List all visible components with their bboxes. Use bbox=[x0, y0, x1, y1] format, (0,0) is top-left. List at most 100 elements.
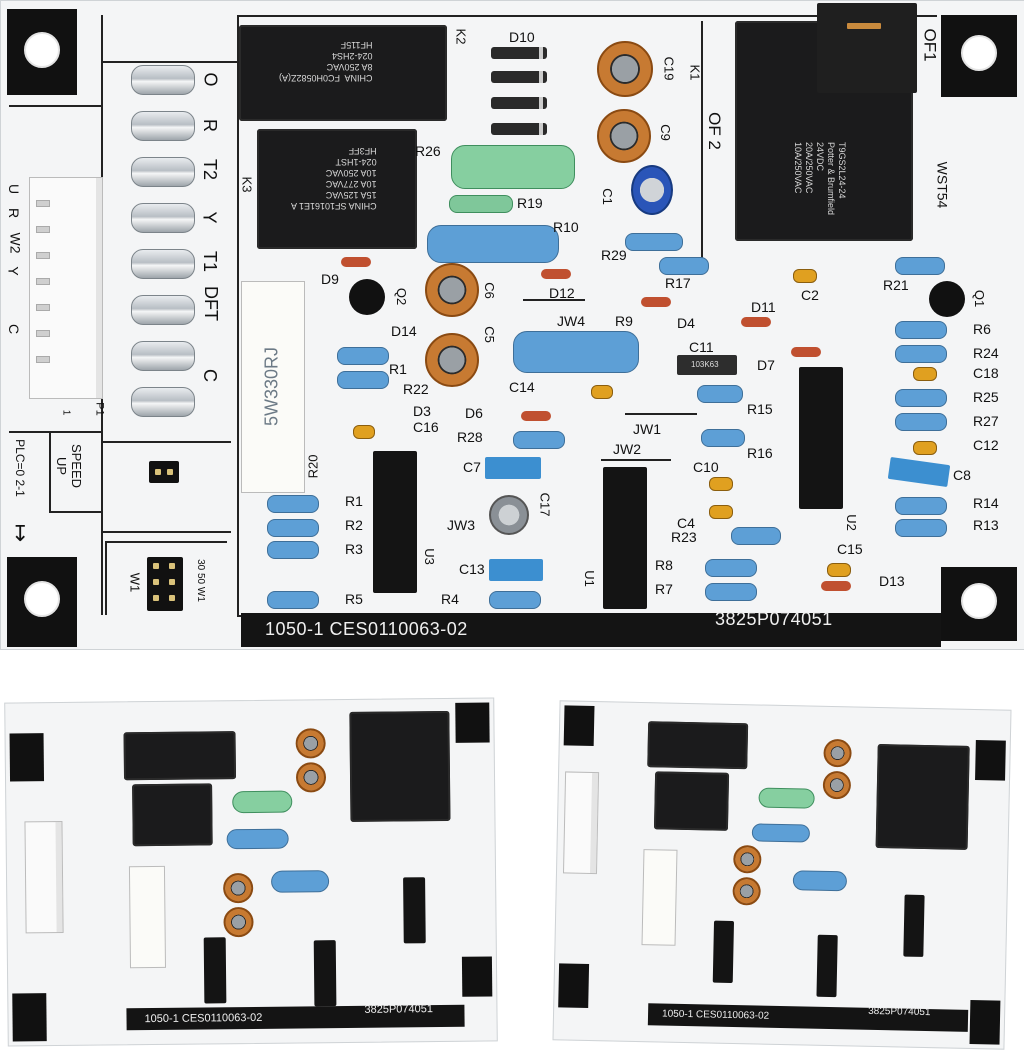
corner-mount-bottom-left bbox=[7, 557, 77, 647]
terminal-c2[interactable] bbox=[131, 387, 195, 417]
header-pin bbox=[169, 579, 175, 585]
main-control-board: O R T2 Y T1 DFT C U R W2 Y C P1 1 PLC=0 … bbox=[0, 0, 1024, 650]
silk-line bbox=[9, 105, 101, 107]
resistor-r24 bbox=[895, 345, 947, 363]
corner-mount bbox=[12, 993, 47, 1042]
label-c12: C12 bbox=[973, 437, 999, 453]
power-resistor-text: 5W330RJ bbox=[261, 346, 282, 427]
capacitor-c7 bbox=[485, 457, 541, 479]
label-r3: R3 bbox=[345, 541, 363, 557]
connector-pin bbox=[36, 330, 50, 337]
label-r4: R4 bbox=[441, 591, 459, 607]
label-c17: C17 bbox=[537, 492, 553, 517]
label-r1b: R1 bbox=[345, 493, 363, 509]
capacitor-thumb bbox=[295, 762, 327, 793]
label-r25: R25 bbox=[973, 389, 999, 405]
mounting-hole bbox=[961, 583, 997, 619]
header-pin bbox=[153, 563, 159, 569]
connector-pin bbox=[36, 278, 50, 285]
board-id-bar-thumb: 1050-1 CES0110063-02 3825P074051 bbox=[647, 1003, 969, 1032]
label-r13: R13 bbox=[973, 517, 999, 533]
corner-mount bbox=[969, 999, 1001, 1045]
capacitor-c16 bbox=[353, 425, 375, 439]
label-r16: R16 bbox=[747, 445, 773, 461]
resistor-r29 bbox=[625, 233, 683, 251]
resistor-r28 bbox=[513, 431, 565, 449]
mounting-hole bbox=[24, 32, 60, 68]
terminal-y[interactable] bbox=[131, 203, 195, 233]
diode bbox=[491, 71, 547, 83]
label-r24: R24 bbox=[973, 345, 999, 361]
header-pin bbox=[169, 563, 175, 569]
resistor-r3 bbox=[267, 541, 319, 559]
resistor-thumb bbox=[758, 787, 815, 809]
speed-up-box bbox=[49, 433, 51, 513]
label-c19: C19 bbox=[661, 56, 677, 81]
corner-mount bbox=[9, 733, 45, 782]
connector-pin bbox=[36, 200, 50, 207]
silk-line bbox=[101, 441, 231, 443]
ic-thumb bbox=[313, 940, 337, 1007]
relay-k1-terminal-block[interactable] bbox=[817, 3, 917, 93]
connector-label-r: R bbox=[6, 207, 23, 219]
connector-pin bbox=[36, 226, 50, 233]
label-r5: R5 bbox=[345, 591, 363, 607]
terminal-label-c: C bbox=[200, 369, 220, 382]
label-r1: R1 bbox=[389, 361, 407, 377]
label-u3: U3 bbox=[421, 548, 437, 565]
resistor-r8 bbox=[705, 559, 757, 577]
label-r28: R28 bbox=[457, 429, 483, 445]
capacitor-c11: 103K63 bbox=[677, 355, 737, 375]
label-r26: R26 bbox=[415, 143, 441, 159]
board-id-label: WST54 bbox=[934, 161, 951, 209]
label-c18: C18 bbox=[973, 365, 999, 381]
resistor-r22 bbox=[337, 371, 389, 389]
ic-thumb bbox=[816, 934, 838, 998]
resistor-r1b bbox=[267, 495, 319, 513]
connector-label-u: U bbox=[6, 183, 23, 195]
relay-k1-thumb bbox=[875, 743, 970, 850]
connector-p1[interactable] bbox=[29, 177, 103, 399]
w1-header[interactable] bbox=[147, 557, 183, 611]
label-r22: R22 bbox=[403, 381, 429, 397]
terminal-o[interactable] bbox=[131, 65, 195, 95]
terminal-label-t1: T1 bbox=[200, 250, 221, 273]
capacitor-c12 bbox=[913, 441, 937, 455]
speed-up-jumper[interactable] bbox=[149, 461, 179, 483]
label-r14: R14 bbox=[973, 495, 999, 511]
label-c7: C7 bbox=[463, 459, 481, 475]
relay-k2-text: CHINA FC0H0582Z(A) 8A 250VAC 024-2HS4 HF… bbox=[279, 40, 373, 83]
terminal-t1[interactable] bbox=[131, 249, 195, 279]
capacitor-thumb bbox=[223, 872, 254, 904]
terminal-label-t2: T2 bbox=[200, 158, 221, 181]
label-c14: C14 bbox=[509, 379, 535, 395]
terminal-label-y: Y bbox=[199, 211, 220, 224]
ic-thumb bbox=[203, 937, 227, 1004]
header-pin bbox=[169, 595, 175, 601]
capacitor-c17 bbox=[489, 495, 529, 535]
jumper-pin bbox=[167, 469, 173, 475]
ic-u1 bbox=[603, 467, 647, 609]
label-c15: C15 bbox=[837, 541, 863, 557]
resistor-r13 bbox=[895, 519, 947, 537]
header-pin bbox=[153, 595, 159, 601]
terminal-label-dft: DFT bbox=[201, 286, 221, 321]
capacitor-c6 bbox=[425, 263, 479, 317]
terminal-tab bbox=[847, 23, 881, 29]
terminal-t2[interactable] bbox=[131, 157, 195, 187]
board-photo-right: 1050-1 CES0110063-02 3825P074051 bbox=[552, 700, 1012, 1050]
resistor-r27 bbox=[895, 413, 947, 431]
label-d7: D7 bbox=[757, 357, 775, 373]
capacitor-c8 bbox=[887, 456, 951, 488]
label-r17: R17 bbox=[665, 275, 691, 291]
resistor-r2 bbox=[267, 519, 319, 537]
label-d6: D6 bbox=[465, 405, 483, 421]
capacitor-c4 bbox=[709, 505, 733, 519]
terminal-dft[interactable] bbox=[131, 295, 195, 325]
board-part-number-thumb: 1050-1 CES0110063-02 bbox=[144, 1011, 263, 1026]
transistor-q1 bbox=[929, 281, 965, 317]
label-r7: R7 bbox=[655, 581, 673, 597]
label-r19: R19 bbox=[517, 195, 543, 211]
terminal-c1[interactable] bbox=[131, 341, 195, 371]
terminal-r[interactable] bbox=[131, 111, 195, 141]
